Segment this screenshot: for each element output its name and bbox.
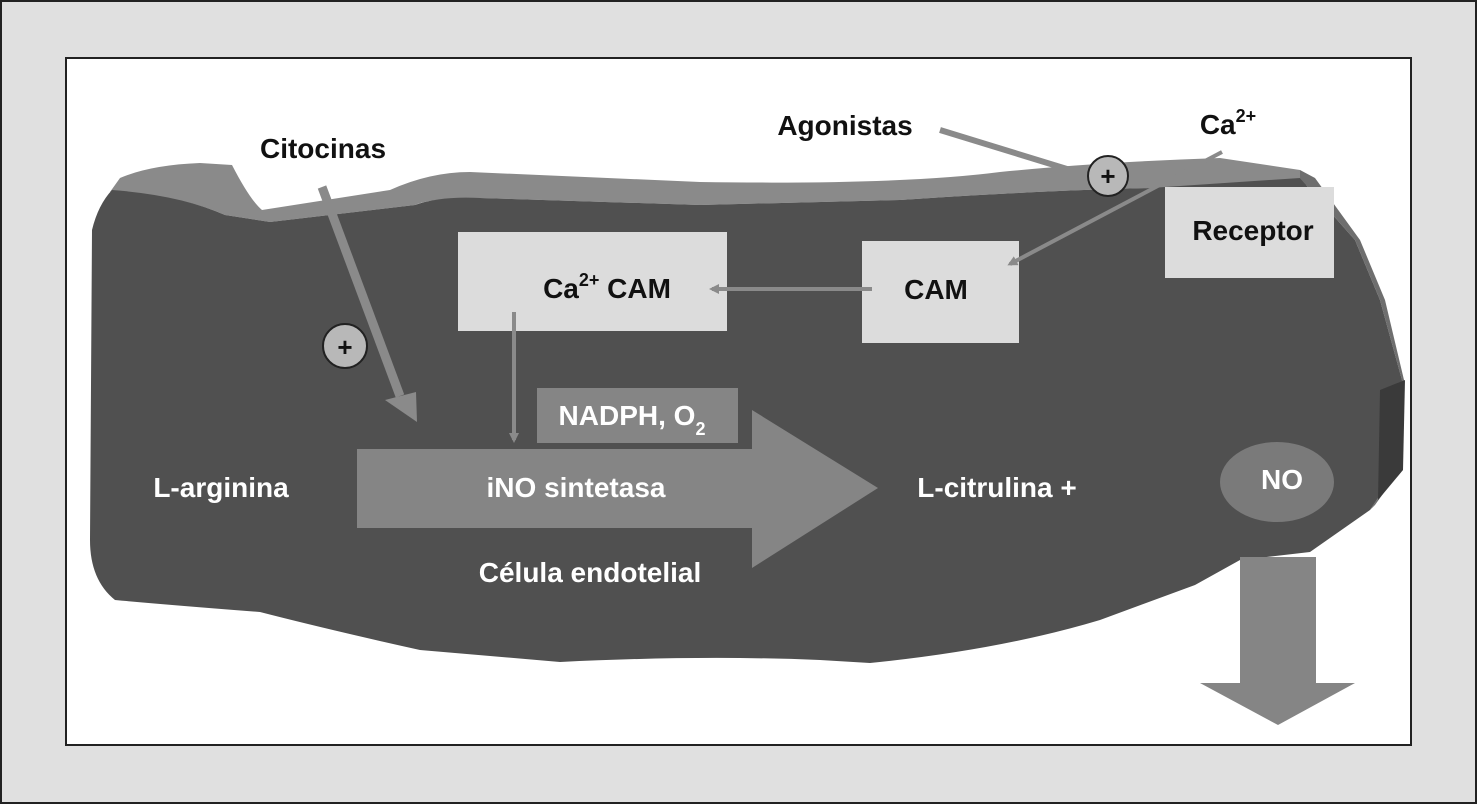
receptor-box <box>1165 187 1334 278</box>
citocinas-label: Citocinas <box>260 133 386 164</box>
nadph-label: NADPH, O2 <box>559 400 706 439</box>
agonistas-label: Agonistas <box>777 110 912 141</box>
cell-membrane <box>110 158 1310 222</box>
citocinas-arrow-head <box>385 392 417 422</box>
plus-sign-agonist: + <box>1100 161 1115 191</box>
citocinas-arrow-shaft <box>317 185 405 398</box>
ca-cam-label: Ca2+ CAM <box>543 270 671 304</box>
cell-body <box>90 178 1402 663</box>
plus-circle-agonist <box>1087 155 1129 197</box>
no-ellipse <box>1220 442 1334 522</box>
receptor-label: Receptor <box>1192 215 1313 246</box>
cam-label: CAM <box>904 274 968 305</box>
no-ellipse-label: NO <box>1261 464 1303 495</box>
nadph-box <box>537 388 738 443</box>
ca-ion-label: Ca2+ <box>1200 106 1256 140</box>
cell-edge-dark <box>1378 380 1405 500</box>
ino-sintetasa-label: iNO sintetasa <box>487 472 666 503</box>
plus-sign-citocinas: + <box>337 332 352 362</box>
celula-endotelial-label: Célula endotelial <box>479 557 702 588</box>
agonistas-arrow <box>939 127 1083 176</box>
larginina-label: L-arginina <box>153 472 289 503</box>
pathway-arrow <box>357 410 878 568</box>
ca-influx-arrow <box>1007 150 1223 266</box>
ca-cam-box <box>458 232 727 331</box>
cam-box <box>862 241 1019 343</box>
no-exit-arrow <box>1200 557 1355 725</box>
plus-circle-citocinas <box>322 323 368 369</box>
lcitrulina-label: L-citrulina + <box>917 472 1076 503</box>
